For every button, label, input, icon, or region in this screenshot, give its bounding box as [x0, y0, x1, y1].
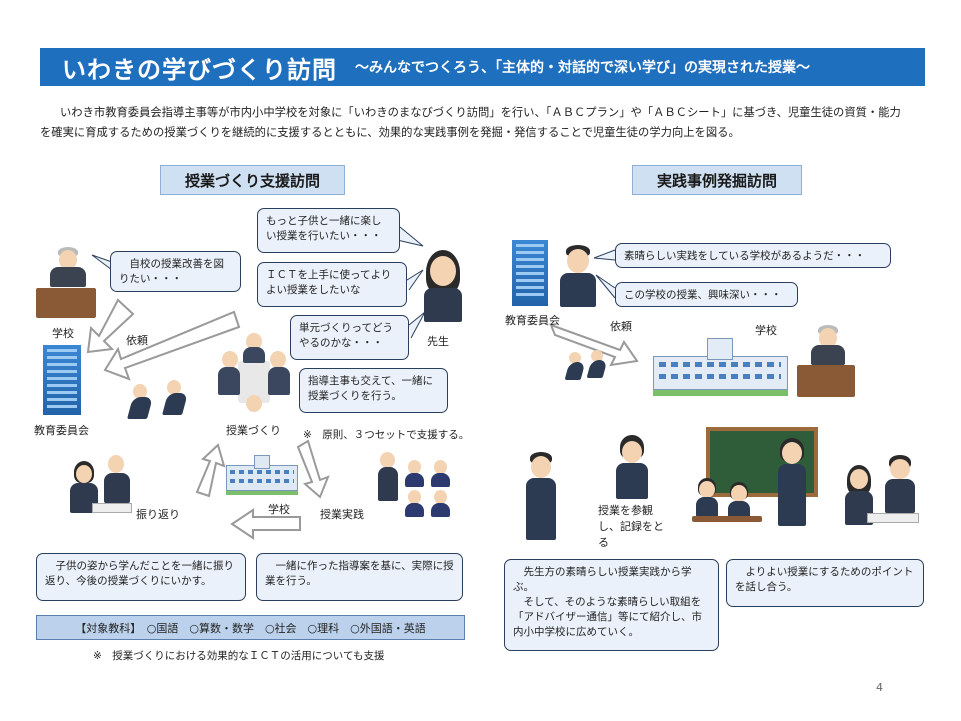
label-board-right: 教育委員会 [505, 314, 560, 327]
intro-line-2: を確実に育成するための授業づくりを継続的に支援するとともに、効果的な実践事例を発… [40, 126, 740, 139]
label-school: 学校 [52, 327, 74, 340]
principal-illustration [44, 247, 92, 289]
left-section-title: 授業づくり支援訪問 [160, 165, 345, 195]
intro-line-1: いわき市教育委員会指導主事等が市内小中学校を対象に「いわきのまなびづくり訪問」を… [60, 106, 901, 119]
inspired-teacher-illustration [518, 452, 566, 544]
bubble-discuss-points: よりよい授業にするためのポイントを話し合う。 [726, 559, 924, 607]
staff-thinking-illustration [558, 245, 598, 307]
bubble-good-practice: 素晴らしい実践をしている学校があるようだ・・・ [615, 243, 891, 268]
teacher-illustration [418, 250, 468, 322]
right-section-title: 実践事例発掘訪問 [632, 165, 802, 195]
running-staff-right [564, 350, 610, 385]
arrow-to-practice [296, 439, 330, 499]
bubble-interesting-lesson: この学校の授業、興味深い・・・ [615, 282, 798, 307]
desk-right [797, 365, 855, 397]
board-building-icon [43, 345, 81, 415]
arrow-school-to-board [86, 298, 135, 354]
note-ict-support: ※ 授業づくりにおける効果的なＩＣＴの活用についても支援 [93, 650, 385, 662]
bubble-teacher-ict: ＩＣＴを上手に使ってよりよい授業をしたいな [257, 262, 407, 307]
bubble-practice: 一緒に作った指導案を基に、実際に授業を行う。 [256, 553, 463, 601]
school-building-right [653, 338, 788, 396]
seated-students-illustration [692, 478, 764, 536]
label-lesson-making: 授業づくり [226, 424, 281, 437]
running-staff-illustration [125, 380, 195, 425]
label-request: 依頼 [126, 334, 148, 347]
label-teacher: 先生 [427, 335, 449, 348]
label-observe: 授業を参観し、記録をとる [598, 504, 664, 549]
label-request-right: 依頼 [610, 320, 632, 333]
note-three-set: ※ 原則、３つセットで支援する。 [303, 429, 470, 441]
principal-right [808, 325, 848, 365]
label-reflection: 振り返り [136, 508, 180, 521]
discussion-pair-illustration [845, 455, 921, 535]
classroom-students-illustration [378, 450, 456, 522]
subjects-banner: 【対象教科】 ○国語 ○算数・数学 ○社会 ○理科 ○外国語・英語 [36, 615, 465, 640]
page-title: いわきの学びづくり訪問 [62, 55, 337, 84]
school-building-illustration [226, 455, 298, 495]
label-lesson-practice: 授業実践 [320, 508, 364, 521]
bubble-lesson-planning: 指導主事も交えて、一緒に授業づくりを行う。 [299, 368, 448, 413]
reflection-pair-illustration [70, 455, 132, 517]
desk-illustration [36, 288, 96, 318]
arrow-board-to-school [549, 323, 639, 367]
label-center-school: 学校 [268, 503, 290, 516]
arrow-to-reflection [230, 508, 301, 540]
bubble-teacher-fun: もっと子供と一緒に楽しい授業を行いたい・・・ [257, 208, 400, 253]
bubble-teacher-unit: 単元づくりってどうやるのかな・・・ [290, 315, 409, 360]
bubble-reflection: 子供の姿から学んだことを一緒に振り返り、今後の授業づくりにいかす。 [36, 553, 246, 601]
label-board: 教育委員会 [34, 424, 89, 437]
arrow-to-lesson-making [195, 443, 226, 498]
observer-illustration [612, 435, 652, 499]
page-subtitle: ～みんなでつくろう、「主体的・対話的で深い学び」の実現された授業～ [355, 60, 810, 76]
board-building-icon-right [512, 240, 548, 306]
bubble-spread-practice: 先生方の素晴らしい授業実践から学ぶ。 そして、そのような素晴らしい取組を「アドバ… [504, 559, 719, 651]
meeting-group-illustration [218, 333, 290, 415]
intro-text: いわき市教育委員会指導主事等が市内小中学校を対象に「いわきのまなびづくり訪問」を… [40, 103, 925, 143]
title-bar: いわきの学びづくり訪問 ～みんなでつくろう、「主体的・対話的で深い学び」の実現さ… [40, 48, 925, 86]
label-school-right: 学校 [755, 324, 777, 337]
bubble-school-improvement: 自校の授業改善を図りたい・・・ [110, 251, 241, 292]
page-number: 4 [876, 681, 883, 694]
arrow-request-left [103, 310, 241, 381]
lecturing-teacher-illustration [772, 438, 812, 530]
